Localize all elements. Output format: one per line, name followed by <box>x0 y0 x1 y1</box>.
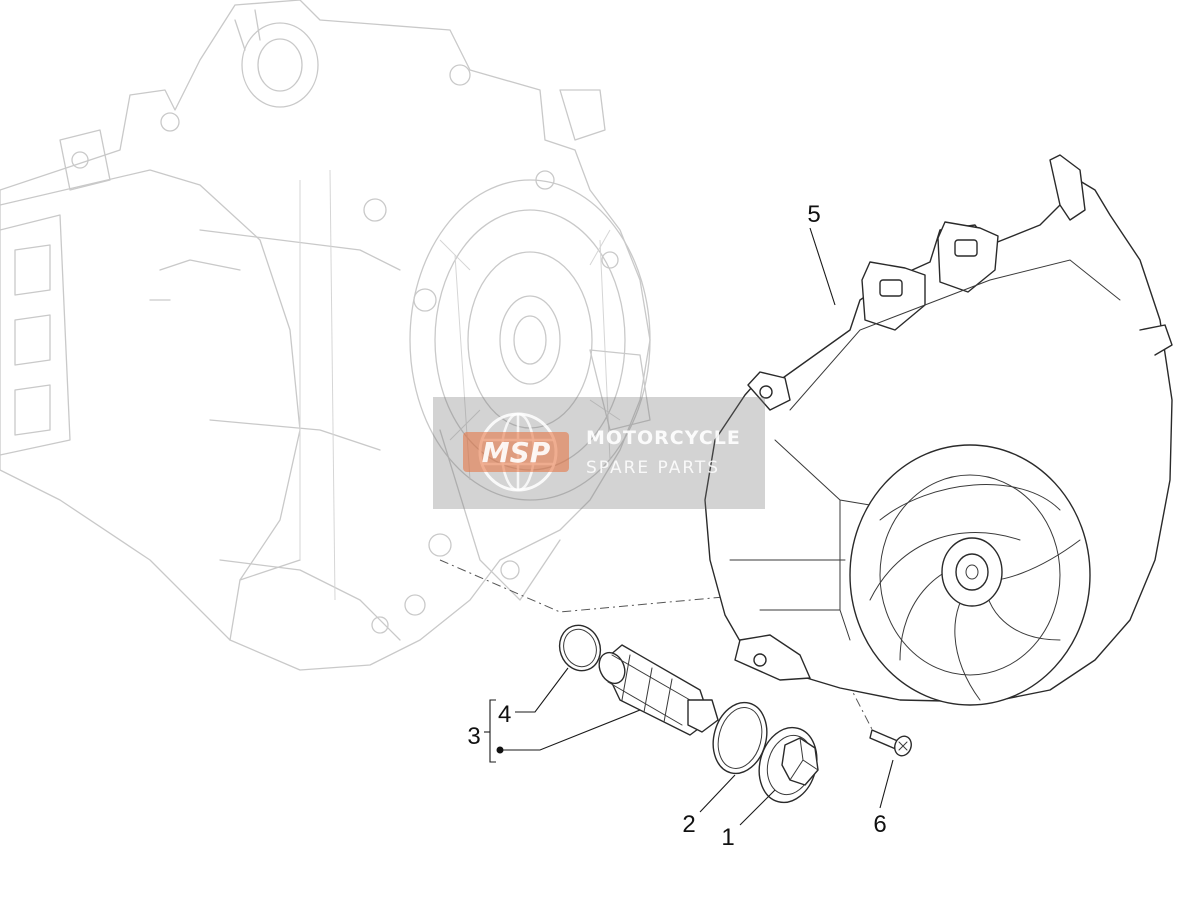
screw <box>869 729 912 757</box>
watermark-logo-badge <box>463 432 569 472</box>
assembly-axis-line <box>439 559 876 736</box>
callout-3: 3 <box>467 723 480 750</box>
callout-6: 6 <box>873 811 886 838</box>
callout-4: 4 <box>498 701 511 728</box>
flywheel-cover <box>704 154 1173 706</box>
kit-member-dot <box>496 746 504 754</box>
bolt-holes-ghost <box>71 64 619 634</box>
callout-labels: 5 4 3 2 1 6 <box>467 201 886 851</box>
o-ring-large <box>712 701 768 775</box>
oil-strainer <box>598 644 719 736</box>
drain-plug <box>758 726 819 804</box>
o-ring-small <box>558 624 602 672</box>
watermark-subtitle: SPARE PARTS <box>586 458 720 478</box>
leader-lines <box>484 227 894 826</box>
callout-1: 1 <box>721 824 734 851</box>
callout-5: 5 <box>807 201 820 228</box>
watermark: MSP MOTORCYCLE SPARE PARTS <box>433 397 765 509</box>
engine-case-ghost <box>0 0 651 671</box>
watermark-title: MOTORCYCLE <box>586 427 741 449</box>
cooling-vent <box>849 444 1091 706</box>
watermark-logo-text: MSP <box>482 436 551 469</box>
callout-2: 2 <box>682 811 695 838</box>
